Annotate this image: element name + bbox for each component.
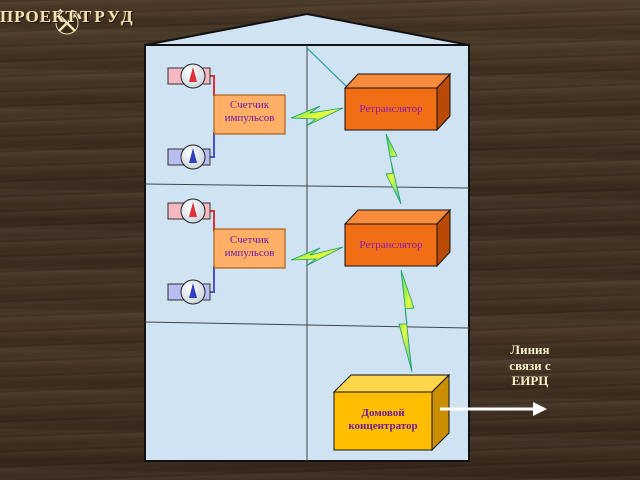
antenna-line [306, 47, 349, 89]
radio-link-bolt [290, 105, 344, 127]
repeater-box-lower [343, 208, 452, 268]
radio-link-bolt [290, 246, 344, 267]
pulse-counter-box [213, 94, 286, 135]
cold-water-meter-icon [180, 279, 206, 305]
hammer-and-pick-icon [54, 8, 82, 35]
building-roof [144, 12, 470, 46]
meter-assembly-upper [167, 63, 286, 170]
radio-link-bolt [398, 269, 415, 373]
repeater-label: Ретранслятор [359, 239, 423, 251]
pulse-counter-box [213, 228, 286, 269]
external-link-label: Линия связи с ЕИРЦ [509, 342, 551, 389]
logo-text-right: ТРУД [80, 7, 136, 26]
radio-link-bolt [385, 133, 402, 205]
concentrator-box [332, 373, 451, 452]
repeater-box-upper [343, 72, 452, 132]
meter-assembly-lower [167, 198, 286, 305]
logo-text-left: ПРОЕКТ [0, 7, 78, 26]
arrow-right-icon [440, 402, 547, 416]
pulse-counter-label: Счетчик импульсов [224, 99, 275, 125]
concentrator-label: Домовой концентратор [348, 407, 418, 433]
repeater-label: Ретранслятор [359, 103, 423, 115]
pulse-counter-label: Счетчик импульсов [224, 234, 275, 260]
hot-water-meter-icon [180, 63, 206, 89]
cold-water-meter-icon [180, 144, 206, 170]
hot-water-meter-icon [180, 198, 206, 224]
